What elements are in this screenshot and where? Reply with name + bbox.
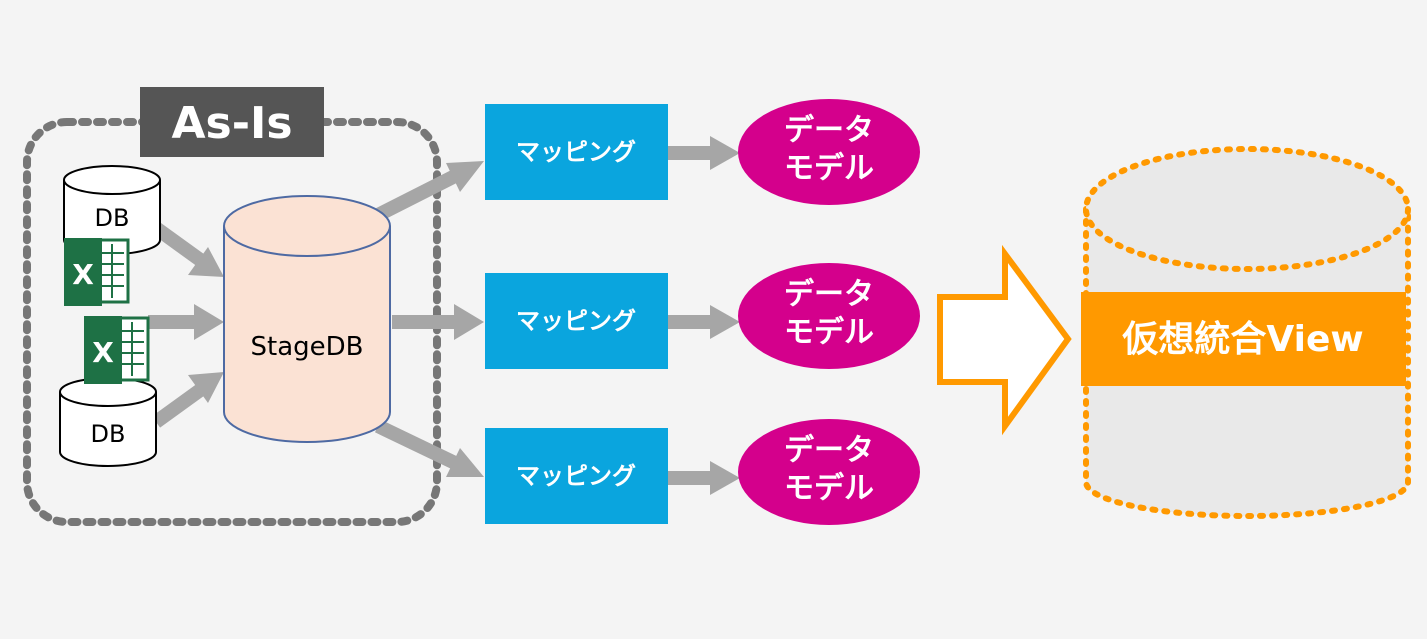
- virtual-view-text: 仮想統合View: [1121, 319, 1363, 360]
- stagedb-cylinder: StageDB: [223, 195, 391, 443]
- stagedb-label: StageDB: [251, 332, 364, 362]
- mapping-box-2: マッピング: [485, 273, 668, 369]
- asis-label-text: As-Is: [171, 98, 292, 149]
- mapping-box-1: マッピング: [485, 104, 668, 200]
- db-bottom-label: DB: [91, 420, 126, 448]
- arrow-stage-to-mapping-3: [374, 419, 484, 477]
- arrow-stage-to-mapping-1: [374, 161, 484, 222]
- db-bottom-cylinder: DB: [59, 377, 157, 467]
- db-top-cylinder: DB: [63, 165, 161, 255]
- mapping-box-3: マッピング: [485, 428, 668, 524]
- big-arrow-icon: [937, 244, 1072, 436]
- arrow-mapping-to-model-1: [668, 136, 740, 170]
- arrow-db-bottom-to-stage: [151, 372, 224, 428]
- db-top-label: DB: [95, 204, 130, 232]
- data-model-line2: モデル: [784, 315, 874, 350]
- data-model-ellipse-2: データ モデル: [738, 263, 920, 369]
- arrow-excel-to-stage: [148, 304, 224, 340]
- arrow-db-top-to-stage: [151, 222, 224, 277]
- virtual-view-label: 仮想統合View: [1081, 292, 1406, 386]
- arrow-mapping-to-model-2: [668, 305, 740, 339]
- data-model-line1: データ: [784, 113, 874, 148]
- mapping-label: マッピング: [516, 462, 636, 490]
- excel-icon: X: [84, 316, 150, 384]
- arrow-stage-to-mapping-2: [392, 304, 484, 340]
- data-model-line2: モデル: [784, 471, 874, 506]
- mapping-label: マッピング: [516, 307, 636, 335]
- data-model-ellipse-1: データ モデル: [738, 99, 920, 205]
- excel-glyph: X: [72, 258, 94, 291]
- excel-icon: X: [64, 238, 130, 306]
- data-model-line1: データ: [784, 277, 874, 312]
- data-model-ellipse-3: データ モデル: [738, 419, 920, 525]
- arrow-mapping-to-model-3: [668, 461, 740, 495]
- excel-glyph: X: [92, 336, 114, 369]
- asis-label: As-Is: [140, 87, 324, 157]
- mapping-label: マッピング: [516, 138, 636, 166]
- data-model-line1: データ: [784, 433, 874, 468]
- data-model-line2: モデル: [784, 151, 874, 186]
